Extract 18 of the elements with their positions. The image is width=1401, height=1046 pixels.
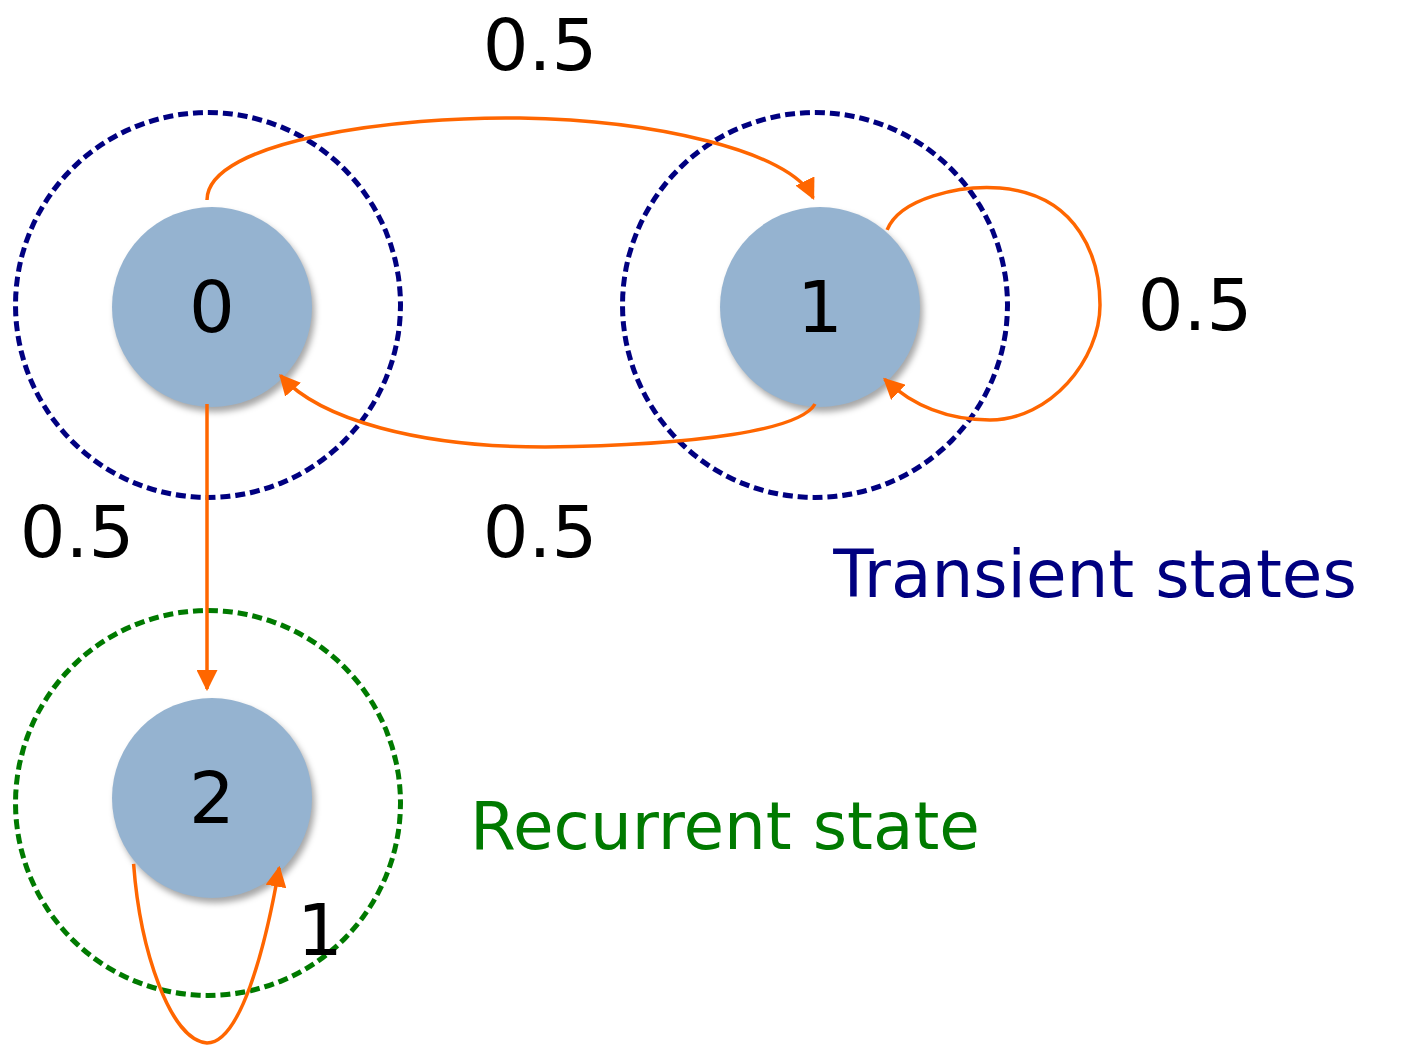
arrow: [196, 404, 218, 692]
dashed-ring: [620, 110, 1010, 500]
arrow: [883, 185, 1102, 422]
edge-label: 0.5: [19, 496, 135, 568]
arrow: [131, 863, 287, 1045]
arrow: [205, 116, 815, 201]
edge-label: 0.5: [482, 496, 598, 568]
edge-label: 0.5: [482, 9, 598, 81]
arrow: [279, 374, 817, 449]
dashed-ring: [13, 110, 403, 500]
group-caption: Transient states: [833, 542, 1357, 608]
dashed-ring: [13, 608, 403, 998]
edge-label: 0.5: [1137, 269, 1253, 341]
edge-label: 1: [297, 894, 343, 966]
state-number: 0: [189, 265, 235, 349]
state-number: 2: [189, 756, 235, 840]
group-caption: Recurrent state: [470, 794, 980, 860]
state-number: 1: [797, 265, 843, 349]
